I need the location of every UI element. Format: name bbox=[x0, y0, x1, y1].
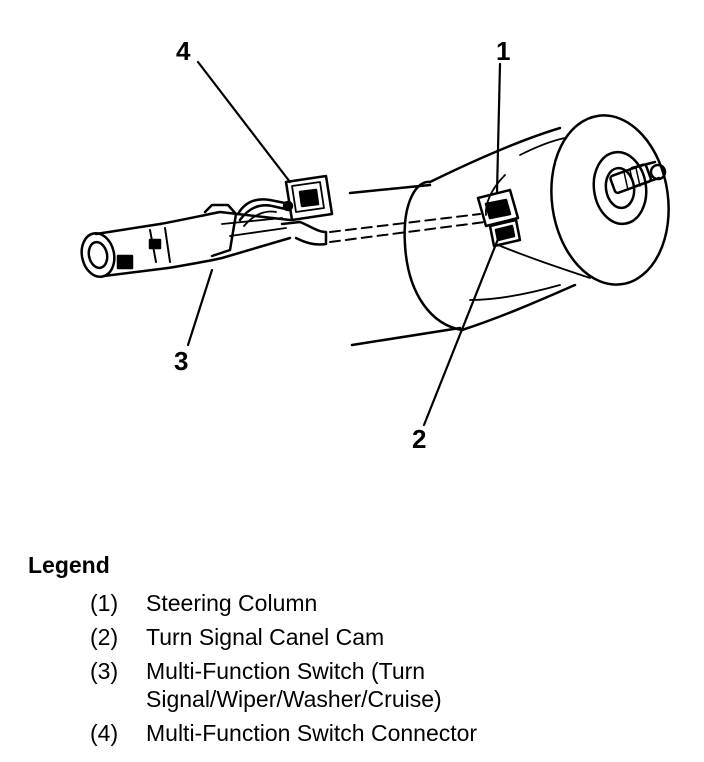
legend-item: (1) Steering Column bbox=[28, 589, 688, 617]
legend-item-number: (4) bbox=[90, 720, 119, 746]
multi-function-switch-drawing bbox=[80, 198, 328, 279]
legend-item-label: Multi-Function Switch (Turn Signal/Wiper… bbox=[146, 658, 442, 712]
steering-column-drawing bbox=[348, 114, 670, 347]
legend-title: Legend bbox=[28, 552, 110, 578]
legend-item: (3) Multi-Function Switch (Turn Signal/W… bbox=[28, 657, 688, 713]
legend-item-label: Steering Column bbox=[146, 590, 318, 616]
legend-item: (2) Turn Signal Canel Cam bbox=[28, 623, 688, 651]
callout-2: 2 bbox=[412, 424, 426, 454]
legend-item-label: Turn Signal Canel Cam bbox=[146, 624, 385, 650]
legend-item-number: (1) bbox=[90, 590, 119, 616]
legend-item-number: (3) bbox=[90, 658, 119, 684]
steering-column-diagram: 1 2 3 4 bbox=[80, 36, 670, 454]
callout-1: 1 bbox=[496, 36, 510, 66]
cancel-cam-drawing bbox=[476, 188, 522, 248]
legend-item-label: Multi-Function Switch Connector bbox=[146, 720, 478, 746]
multi-function-switch-connector-drawing bbox=[282, 174, 334, 222]
callout-3: 3 bbox=[174, 346, 188, 376]
callout-4: 4 bbox=[176, 36, 191, 66]
legend-item-number: (2) bbox=[90, 624, 119, 650]
legend: Legend (1) Steering Column (2) Turn Sign… bbox=[28, 552, 688, 753]
legend-item: (4) Multi-Function Switch Connector bbox=[28, 719, 688, 747]
